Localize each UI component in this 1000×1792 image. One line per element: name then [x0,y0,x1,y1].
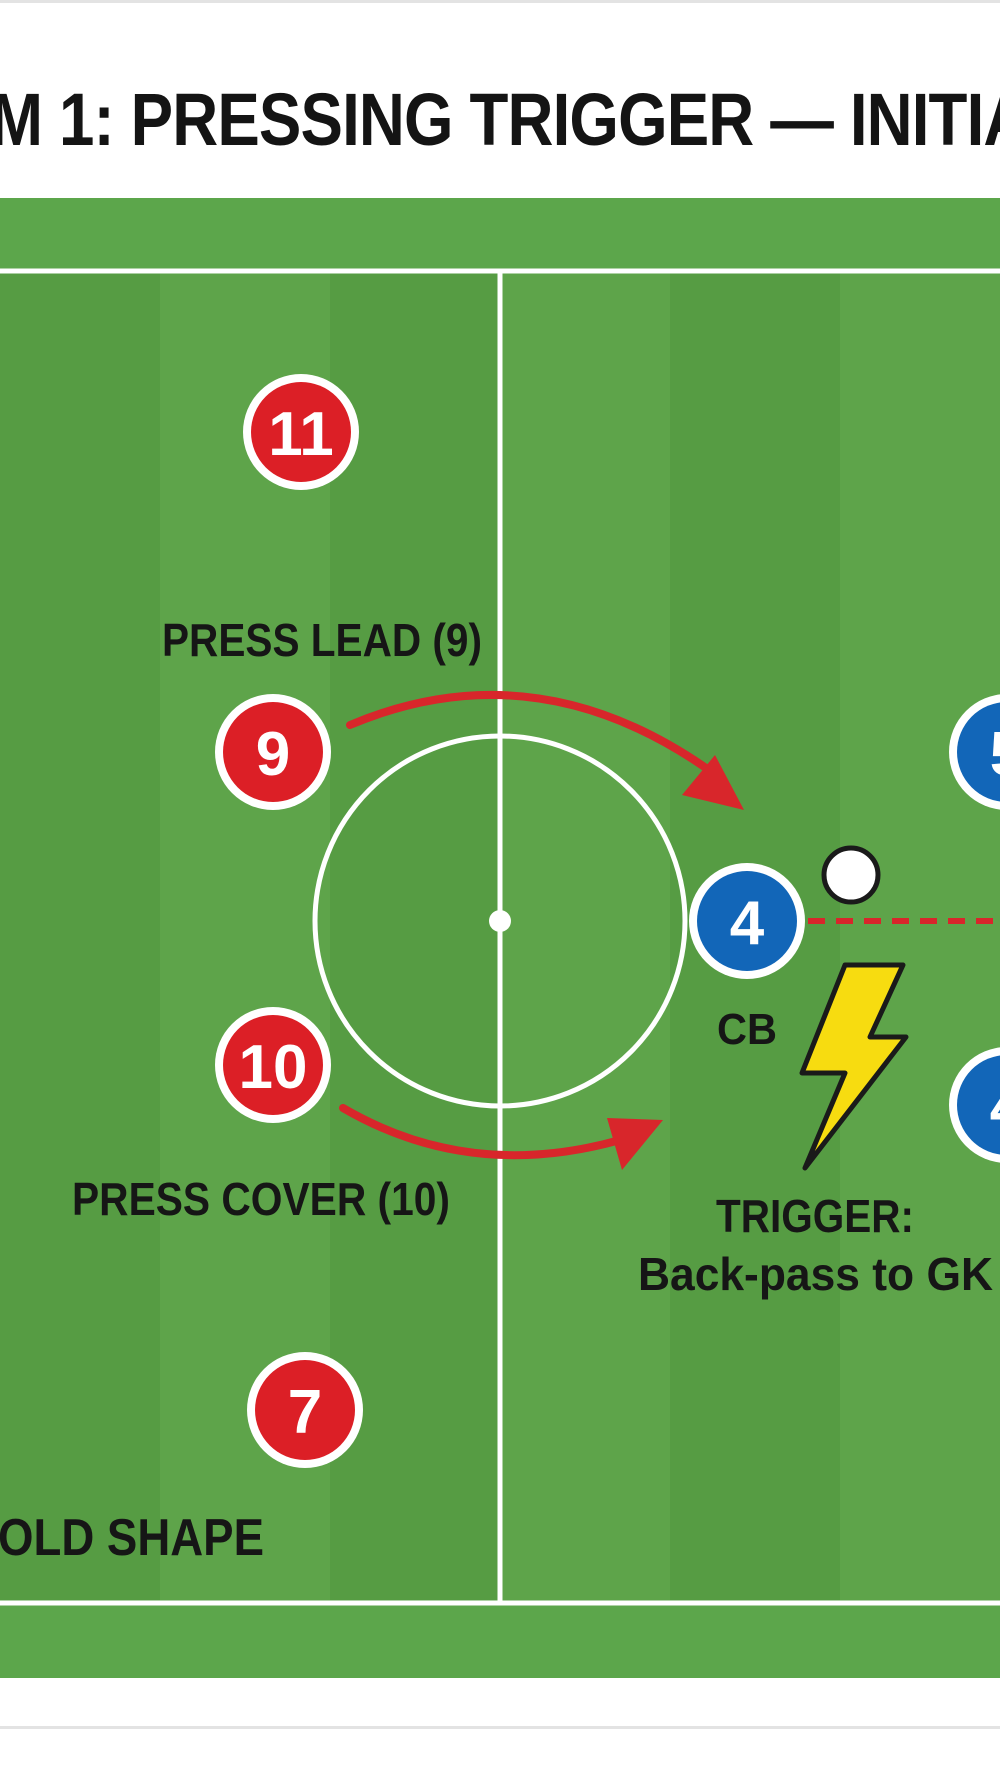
bottom-rule [0,1726,1000,1729]
lightning-bolt-icon [799,962,909,1171]
hold-shape-label: OLD SHAPE [0,1509,264,1567]
attacker-player-10: 10 [215,1007,331,1123]
press-cover-arrow [339,1104,624,1160]
attacker-number: 9 [256,720,290,789]
attacker-number: 7 [288,1378,322,1447]
press-lead-arrow [346,690,724,782]
pitch-lines [0,268,1000,1606]
attacker-player-11: 11 [243,374,359,490]
defender-number: 4 [730,889,765,958]
center-spot [489,910,511,932]
press-lead-label: PRESS LEAD (9) [162,614,482,666]
ball-icon [821,845,881,905]
press-lead-arrowhead [682,755,744,810]
defender-player-5: 5 [949,694,1000,810]
press-cover-arrowhead [607,1118,663,1170]
attacker-player-7: 7 [247,1352,363,1468]
page-title: M 1: PRESSING TRIGGER — INITIA [0,78,1000,161]
top-rule [0,0,1000,3]
defender-player-4-right: 4 [949,1047,1000,1163]
press-cover-label: PRESS COVER (10) [72,1173,450,1225]
defender-number: 5 [990,720,1000,789]
center-circle [312,733,688,1109]
pitch-stripes [0,273,1000,1600]
defender-number: 4 [990,1073,1000,1142]
attacker-number: 11 [268,400,334,469]
cb-label: CB [717,1005,777,1054]
trigger-label: TRIGGER: [716,1190,914,1242]
attacker-player-9: 9 [215,694,331,810]
defender-player-4-cb: 4 [689,863,805,979]
trigger-description: Back-pass to GK [638,1248,993,1300]
attacker-number: 10 [239,1033,308,1102]
